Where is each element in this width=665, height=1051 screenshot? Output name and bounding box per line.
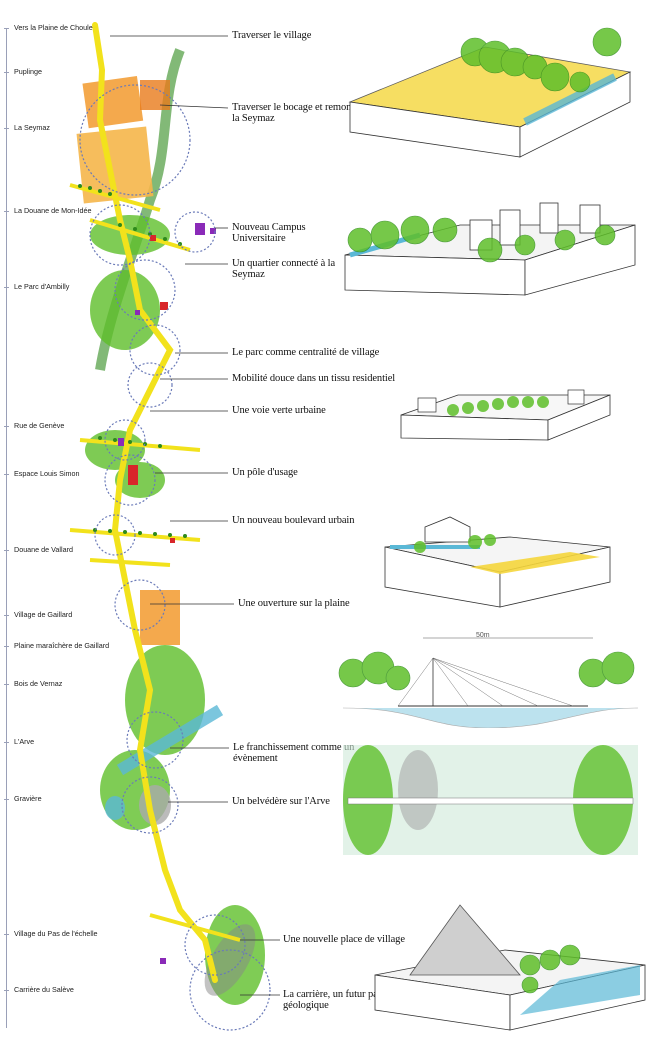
sketch-bocage-block [348,27,632,158]
annotation-pole-usage: Un pôle d'usage [232,467,298,478]
focus-circles [79,84,271,1031]
annotation-ouverture-plaine: Une ouverture sur la plaine [238,598,350,609]
main-route [92,22,218,983]
sketch-bridge-plan [343,745,638,855]
place-label-plaine-maraichere: Plaine maraîchère de Gaillard [14,641,110,650]
annotation-voie-verte: Une voie verte urbaine [232,405,326,416]
buildings [118,223,216,964]
annotation-belvedere-arve: Un belvédère sur l'Arve [232,796,330,807]
rail-tick [4,646,9,647]
place-label-bois-vernaz: Bois de Vernaz [14,679,63,688]
rail-tick [4,426,9,427]
axis-rail [6,28,7,1028]
place-label-carriere-saleve: Carrière du Salève [14,985,74,994]
sketch-voie-verte [400,389,611,441]
place-label-rue-de-geneve: Rue de Genève [14,421,65,430]
tree-lines [78,184,187,538]
rail-tick [4,474,9,475]
place-label-espace-louis-simon: Espace Louis Simon [14,469,80,478]
annotation-boulevard-urbain: Un nouveau boulevard urbain [232,515,355,526]
place-label-seymaz: La Seymaz [14,123,50,132]
dimension-label: 50m [476,632,490,639]
pond-graviere [105,796,125,820]
field-plaine-gaillard [140,590,180,645]
rail-tick [4,28,9,29]
annotation-parc-centralite: Le parc comme centralité de village [232,347,380,358]
place-label-plaine-choulex: Vers la Plaine de Choulex [14,23,97,32]
rail-tick [4,990,9,991]
sketch-quarry-block [374,904,646,1031]
place-label-arve: L'Arve [14,737,35,746]
rail-tick [4,615,9,616]
place-label-douane-mon-idee: La Douane de Mon-Idée [14,206,92,215]
river-arve [116,704,224,776]
sketch-bridge-section [338,637,639,728]
annotation-place-village: Une nouvelle place de village [283,934,405,945]
rail-tick [4,799,9,800]
place-label-graviere: Gravière [14,794,42,803]
place-label-pas-echelle: Village du Pas de l'échelle [14,929,98,938]
annotation-traverser-village: Traverser le village [232,30,312,41]
rail-tick [4,684,9,685]
rail-tick [4,211,9,212]
sketch-campus-block [344,202,636,296]
annotation-mobilite-douce: Mobilité douce dans un tissu residentiel [232,373,396,384]
rail-tick [4,287,9,288]
rail-tick [4,550,9,551]
rail-tick [4,72,9,73]
place-label-parc-ambilly: Le Parc d'Ambilly [14,282,70,291]
rail-tick [4,934,9,935]
sketch-ouverture-plaine [384,516,611,608]
place-label-douane-vallard: Douane de Vallard [14,545,74,554]
rail-tick [4,128,9,129]
place-label-puplinge: Puplinge [14,67,42,76]
place-label-village-gaillard: Village de Gaillard [14,610,73,619]
rail-tick [4,742,9,743]
